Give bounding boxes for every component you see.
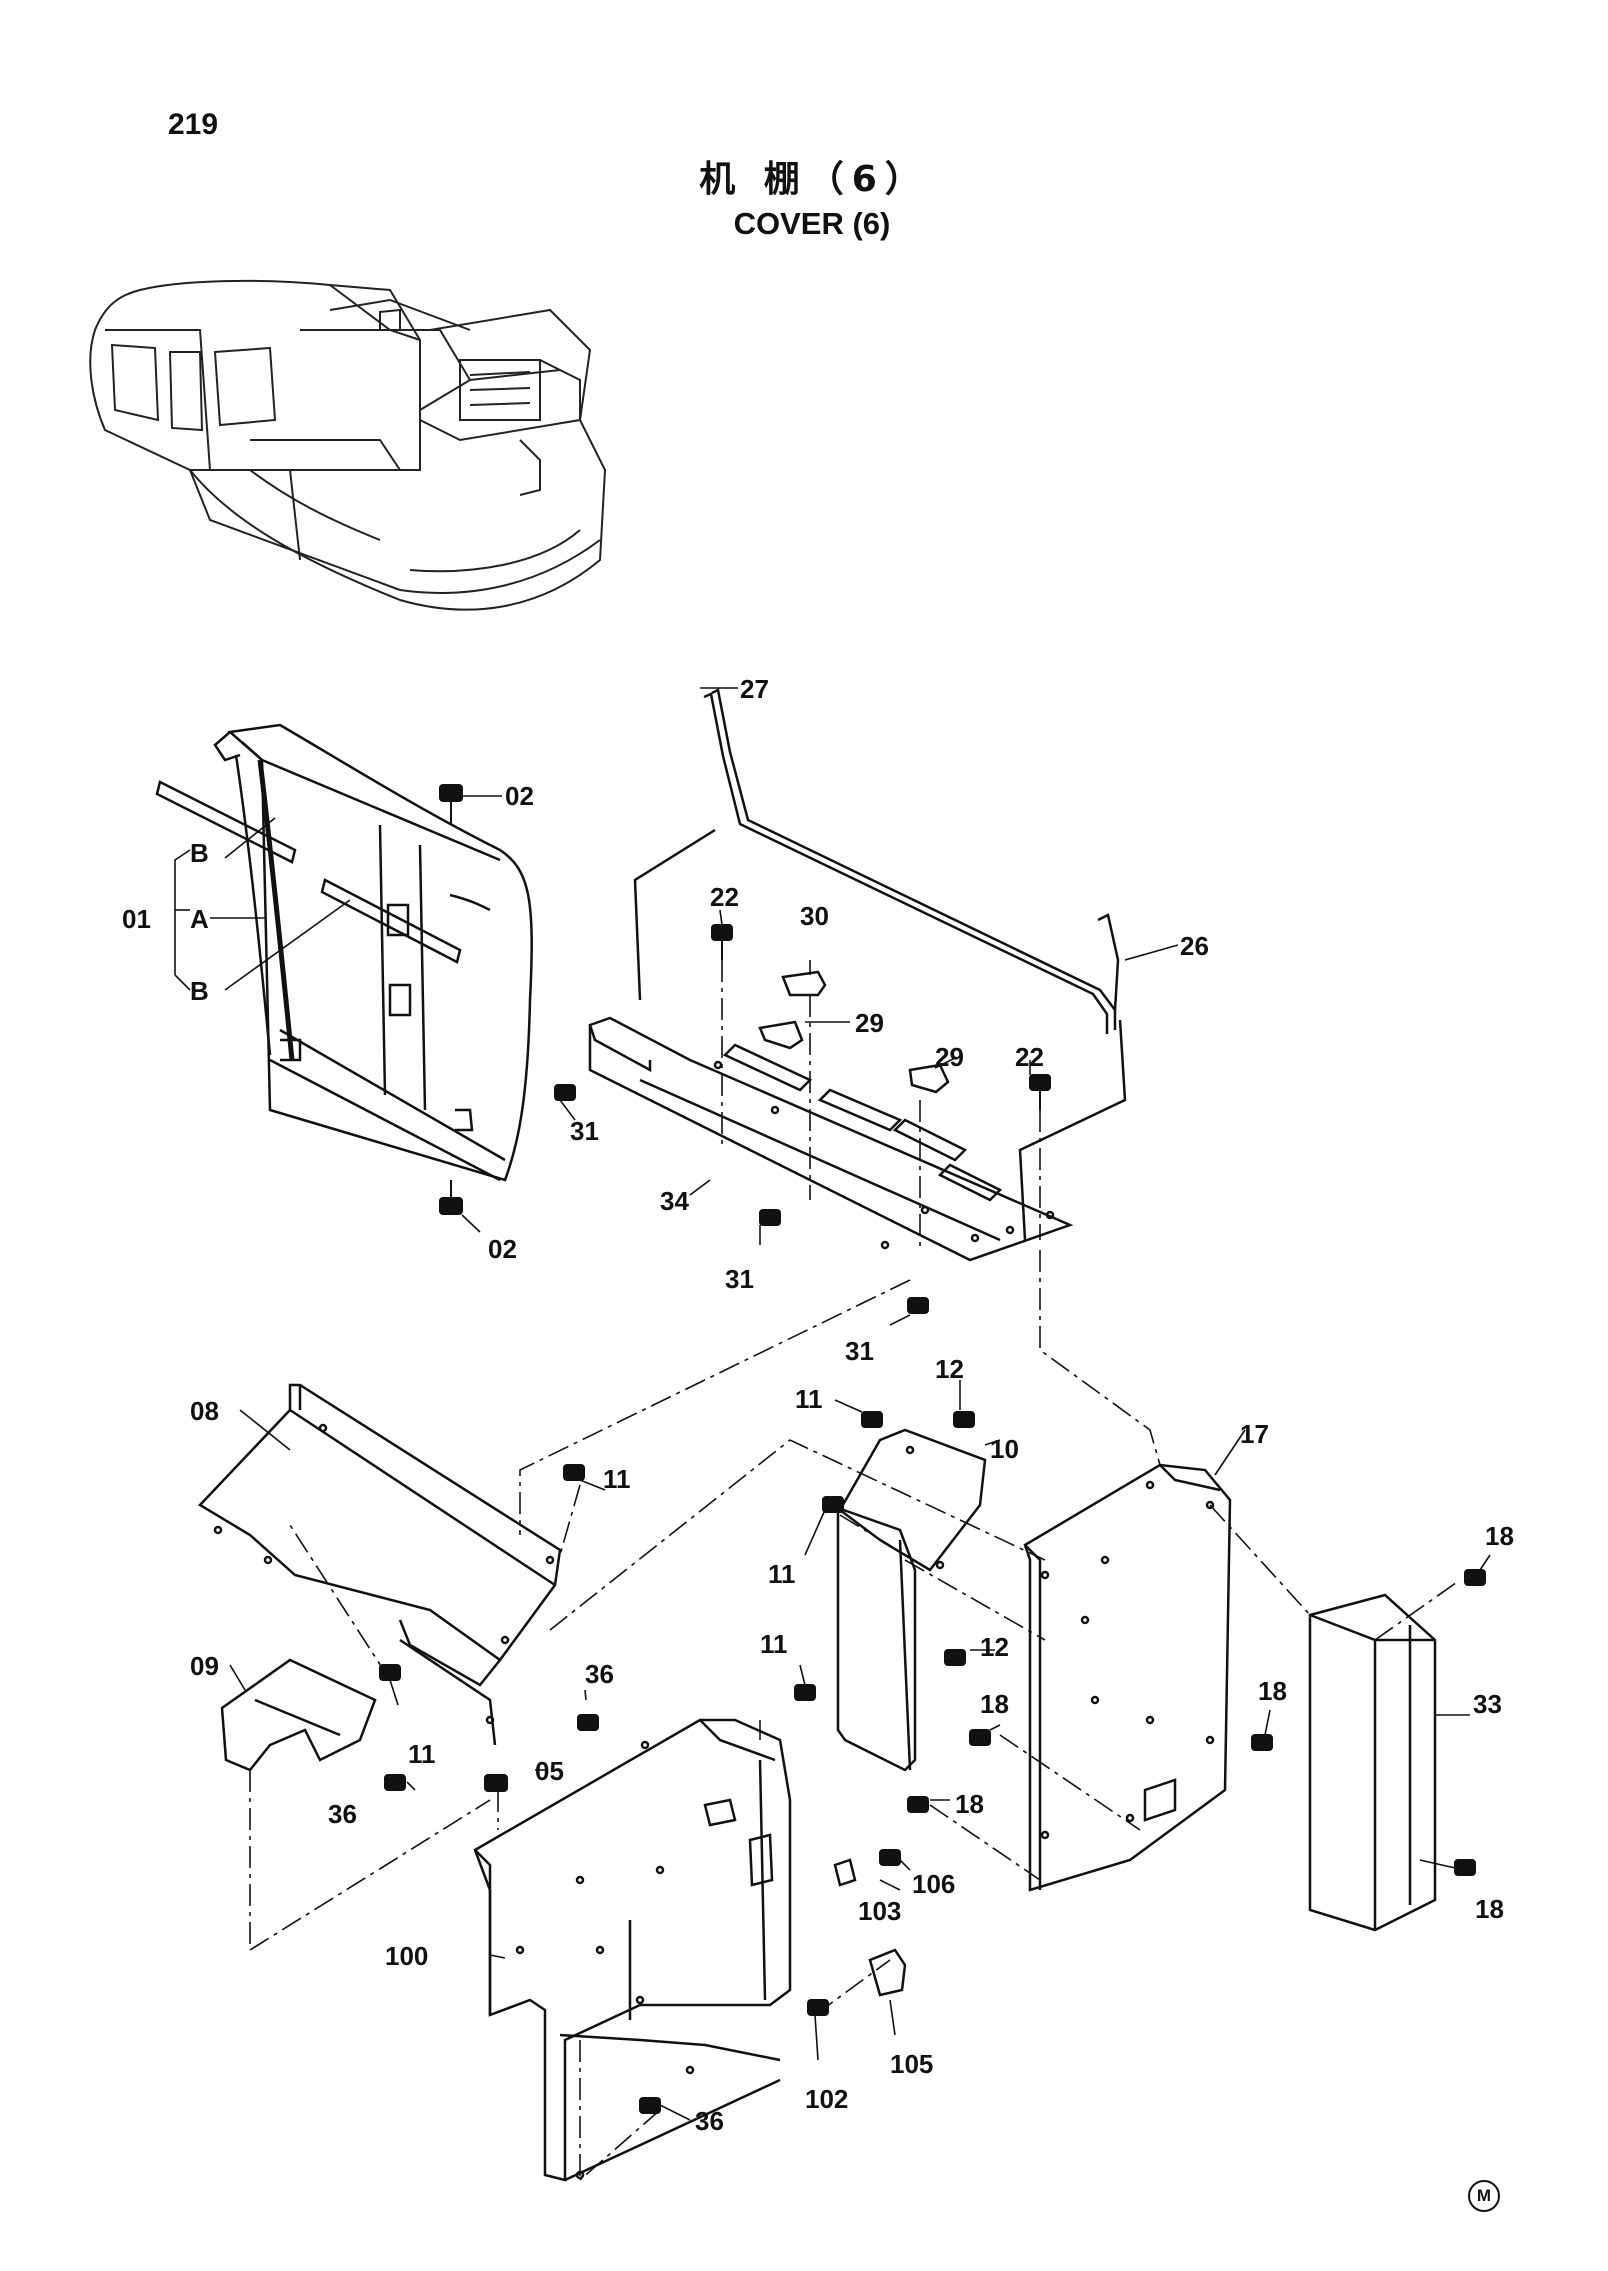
part-34-base-plate — [588, 1016, 1074, 1262]
callout-11: 11 — [760, 1629, 788, 1659]
callout-09: 09 — [190, 1651, 219, 1681]
callout-30: 30 — [800, 901, 829, 931]
page-number: 219 — [168, 108, 219, 141]
callout-34: 34 — [660, 1186, 689, 1216]
callout-18: 18 — [1258, 1676, 1287, 1706]
callout-01: 01 — [122, 904, 151, 934]
callout-11: 11 — [795, 1384, 823, 1414]
callout-17: 17 — [1240, 1419, 1269, 1449]
title-chinese: 机 棚（6） — [699, 159, 929, 200]
callout-18: 18 — [1475, 1894, 1504, 1924]
callout-22: 22 — [710, 882, 739, 912]
callout-103: 103 — [858, 1896, 901, 1926]
callout-26: 26 — [1180, 931, 1209, 961]
callout-106: 106 — [912, 1869, 955, 1899]
middle-side-plate — [836, 1506, 917, 1772]
callout-105: 105 — [890, 2049, 933, 2079]
callout-11: 11 — [408, 1739, 436, 1769]
part-08-cover-plate — [198, 1383, 562, 1746]
callout-33: 33 — [1473, 1689, 1502, 1719]
parts-103-105-clips — [833, 1858, 907, 1997]
callout-29: 29 — [935, 1042, 964, 1072]
bolt-fasteners — [379, 784, 1486, 2114]
callout-12: 12 — [980, 1632, 1009, 1662]
part-100-large-bracket — [473, 1718, 792, 2182]
callout-02: 02 — [505, 781, 534, 811]
callout-36: 36 — [695, 2106, 724, 2136]
callout-31: 31 — [570, 1116, 599, 1146]
callout-29: 29 — [855, 1008, 884, 1038]
callout-11: 11 — [603, 1464, 631, 1494]
callout-36: 36 — [585, 1659, 614, 1689]
callout-08: 08 — [190, 1396, 219, 1426]
callout-36: 36 — [328, 1799, 357, 1829]
title-english: COVER (6) — [733, 206, 891, 241]
callout-102: 102 — [805, 2084, 848, 2114]
part-17-control-panel — [1023, 1463, 1232, 1892]
callout-labels: 27 02 26 22 30 B 01 A B 29 29 22 31 34 0… — [122, 674, 1514, 2136]
callout-02: 02 — [488, 1234, 517, 1264]
m-circle-mark: M — [1468, 2180, 1500, 2212]
callout-A: A — [190, 904, 209, 934]
callout-B: B — [190, 838, 209, 868]
dash-dot-reference-lines — [249, 960, 1461, 2181]
callout-B: B — [190, 976, 209, 1006]
callout-18: 18 — [980, 1689, 1009, 1719]
callout-100: 100 — [385, 1941, 428, 1971]
callout-05: 05 — [535, 1756, 564, 1786]
excavator-overview-illustration — [89, 279, 607, 611]
part-10-bracket — [838, 1428, 987, 1572]
part-09-bracket — [220, 1658, 377, 1772]
callout-31: 31 — [845, 1336, 874, 1366]
callout-10: 10 — [990, 1434, 1019, 1464]
part-01-screen-frame — [155, 723, 533, 1182]
callout-11: 11 — [768, 1559, 796, 1589]
callout-18: 18 — [1485, 1521, 1514, 1551]
leader-lines — [174, 687, 1491, 2121]
part-33-box-cover — [1308, 1593, 1437, 1932]
parts-29-30-brackets — [758, 970, 950, 1094]
callout-18: 18 — [955, 1789, 984, 1819]
part-27-26-rods — [633, 688, 1127, 1241]
callout-31: 31 — [725, 1264, 754, 1294]
callout-27: 27 — [740, 674, 769, 704]
callout-12: 12 — [935, 1354, 964, 1384]
callout-22: 22 — [1015, 1042, 1044, 1072]
